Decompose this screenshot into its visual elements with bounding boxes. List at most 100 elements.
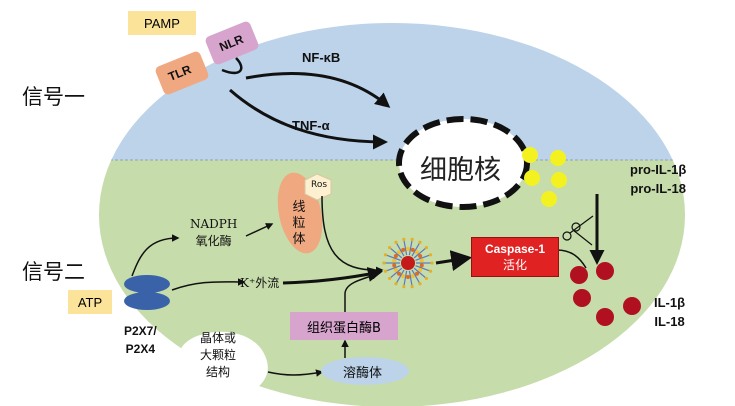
mito-label: 线 粒 体 [287, 200, 311, 248]
pamp-tag: PAMP [128, 11, 196, 35]
k-efflux-label: K⁺外流 [240, 276, 280, 290]
pro-il18-text: pro-IL-18 [630, 181, 686, 196]
signal-two-label: 信号二 [22, 260, 85, 284]
p2x7-text: P2X7/ [124, 324, 157, 338]
inflammasome-subunit [419, 263, 424, 268]
inflammasome-tip [428, 253, 433, 257]
signal-one-label: 信号一 [22, 85, 85, 109]
il1b-text: IL-1β [654, 295, 686, 310]
nadph-to-mito-arrow [245, 223, 274, 237]
inflammasome-spoke [395, 241, 405, 257]
inflammasome-spoke [385, 265, 401, 272]
nadph-label: NADPH 氧化酶 [190, 216, 237, 250]
inflammasome-tip [418, 282, 422, 286]
inflammasome-subunit [418, 268, 423, 272]
inflammasome-tip [402, 285, 406, 289]
nfkb-arrow [245, 72, 391, 108]
mito-char-2: 粒 [292, 216, 306, 231]
inflammasome-tip [402, 237, 406, 241]
inflammasome-spoke [413, 247, 427, 259]
cytokines-label: IL-1β IL-18 [654, 293, 685, 331]
pro-il1b-text: pro-IL-1β [630, 162, 687, 177]
inflammasome-subunit [410, 274, 415, 279]
inflammasome-tip [394, 282, 398, 286]
nucleus-label: 细胞核 [420, 155, 501, 186]
inflammasome-spoke [389, 247, 403, 259]
cathepsin-b-box: 组织蛋白酶B [290, 312, 398, 340]
inflammasome-spoke [413, 267, 427, 279]
inflammasome-subunit [392, 258, 397, 263]
inflammasome-subunit [414, 271, 419, 276]
crystal-to-lysosome-arrow [267, 369, 324, 377]
il18-text: IL-18 [654, 314, 685, 329]
tnfa-label: TNF-α [292, 118, 330, 133]
inflammasome-tip [383, 269, 388, 273]
inflammasome-spoke [415, 254, 431, 261]
inflammasome-subunit [406, 275, 410, 279]
tnfa-arrow [229, 88, 388, 150]
inflammasome-tip [428, 269, 433, 273]
pro-cytokine-dots [522, 147, 567, 207]
crystal-cutout [178, 331, 268, 405]
mito-char-3: 体 [292, 232, 306, 247]
ros-label: Ros [310, 180, 328, 190]
activation-text: 活化 [502, 258, 527, 272]
inflammasome-subunit [410, 247, 415, 252]
inflammasome-subunit [418, 254, 423, 258]
inflammasome-tip [388, 245, 392, 250]
inflammasome-tip [424, 276, 428, 281]
lysosome [321, 357, 409, 385]
inflammasome-spoke [415, 265, 431, 272]
p2x7-channel [124, 275, 170, 293]
inflammasome-spoke [395, 269, 405, 285]
caspase-text: Caspase-1 [484, 242, 546, 256]
inflammasome-tip [410, 237, 414, 241]
inflammasome-subunit [401, 274, 406, 279]
inflammasome-subunit [393, 268, 398, 272]
caspase-connector [556, 249, 587, 269]
inflammasome-spoke [403, 239, 408, 256]
p2x4-channel [124, 292, 170, 310]
inflammasome-complex [382, 237, 434, 289]
crystal-label: 晶体或 大颗粒 结构 [200, 330, 236, 381]
p2x-label: P2X7/ P2X4 [124, 322, 157, 358]
nadph-text: NADPH [190, 217, 238, 231]
inflammasome-spoke [403, 270, 408, 287]
inflammasome-to-caspase-arrow [435, 250, 473, 271]
inflammasome-tip [410, 285, 414, 289]
p2x-to-k-arrow [171, 278, 246, 291]
lysosome-label: 溶酶体 [343, 366, 383, 381]
mito-char-1: 线 [292, 200, 306, 215]
inflammasome-spoke [408, 270, 413, 287]
cytokine-dots [570, 262, 641, 326]
oxidase-text: 氧化酶 [195, 234, 232, 248]
inflammasome-spoke [385, 254, 401, 261]
inflammasome-tip [430, 261, 434, 265]
inflammasome-spoke [408, 239, 413, 256]
atp-tag: ATP [68, 290, 112, 314]
inflammasome-subunit [393, 254, 398, 258]
inflammasome-tip [383, 253, 388, 257]
crystal-text-3: 结构 [206, 365, 231, 379]
cathepsin-to-inflammasome-arrow [344, 272, 380, 312]
nfkb-label: NF-κB [302, 50, 341, 65]
inflammasome-tip [382, 261, 386, 265]
inflammasome-subunit [397, 250, 402, 255]
inflammasome-subunit [419, 258, 424, 263]
inflammasome-subunit [414, 250, 419, 255]
p2x-to-nadph-arrow [131, 234, 180, 277]
p2x4-text: P2X4 [125, 342, 156, 356]
caspase-1-box: Caspase-1 活化 [471, 237, 559, 277]
inflammasome-core [401, 256, 415, 270]
crystal-text-2: 大颗粒 [200, 348, 237, 362]
inflammasome-tip [388, 276, 392, 281]
tlr-receptor [155, 51, 209, 95]
inflammasome-tip [418, 240, 422, 244]
k-efflux-arrow [282, 266, 383, 285]
inflammasome-subunit [397, 271, 402, 276]
inflammasome-subunit [401, 247, 406, 252]
nucleus [396, 116, 530, 210]
inflammasome-tip [424, 245, 428, 250]
